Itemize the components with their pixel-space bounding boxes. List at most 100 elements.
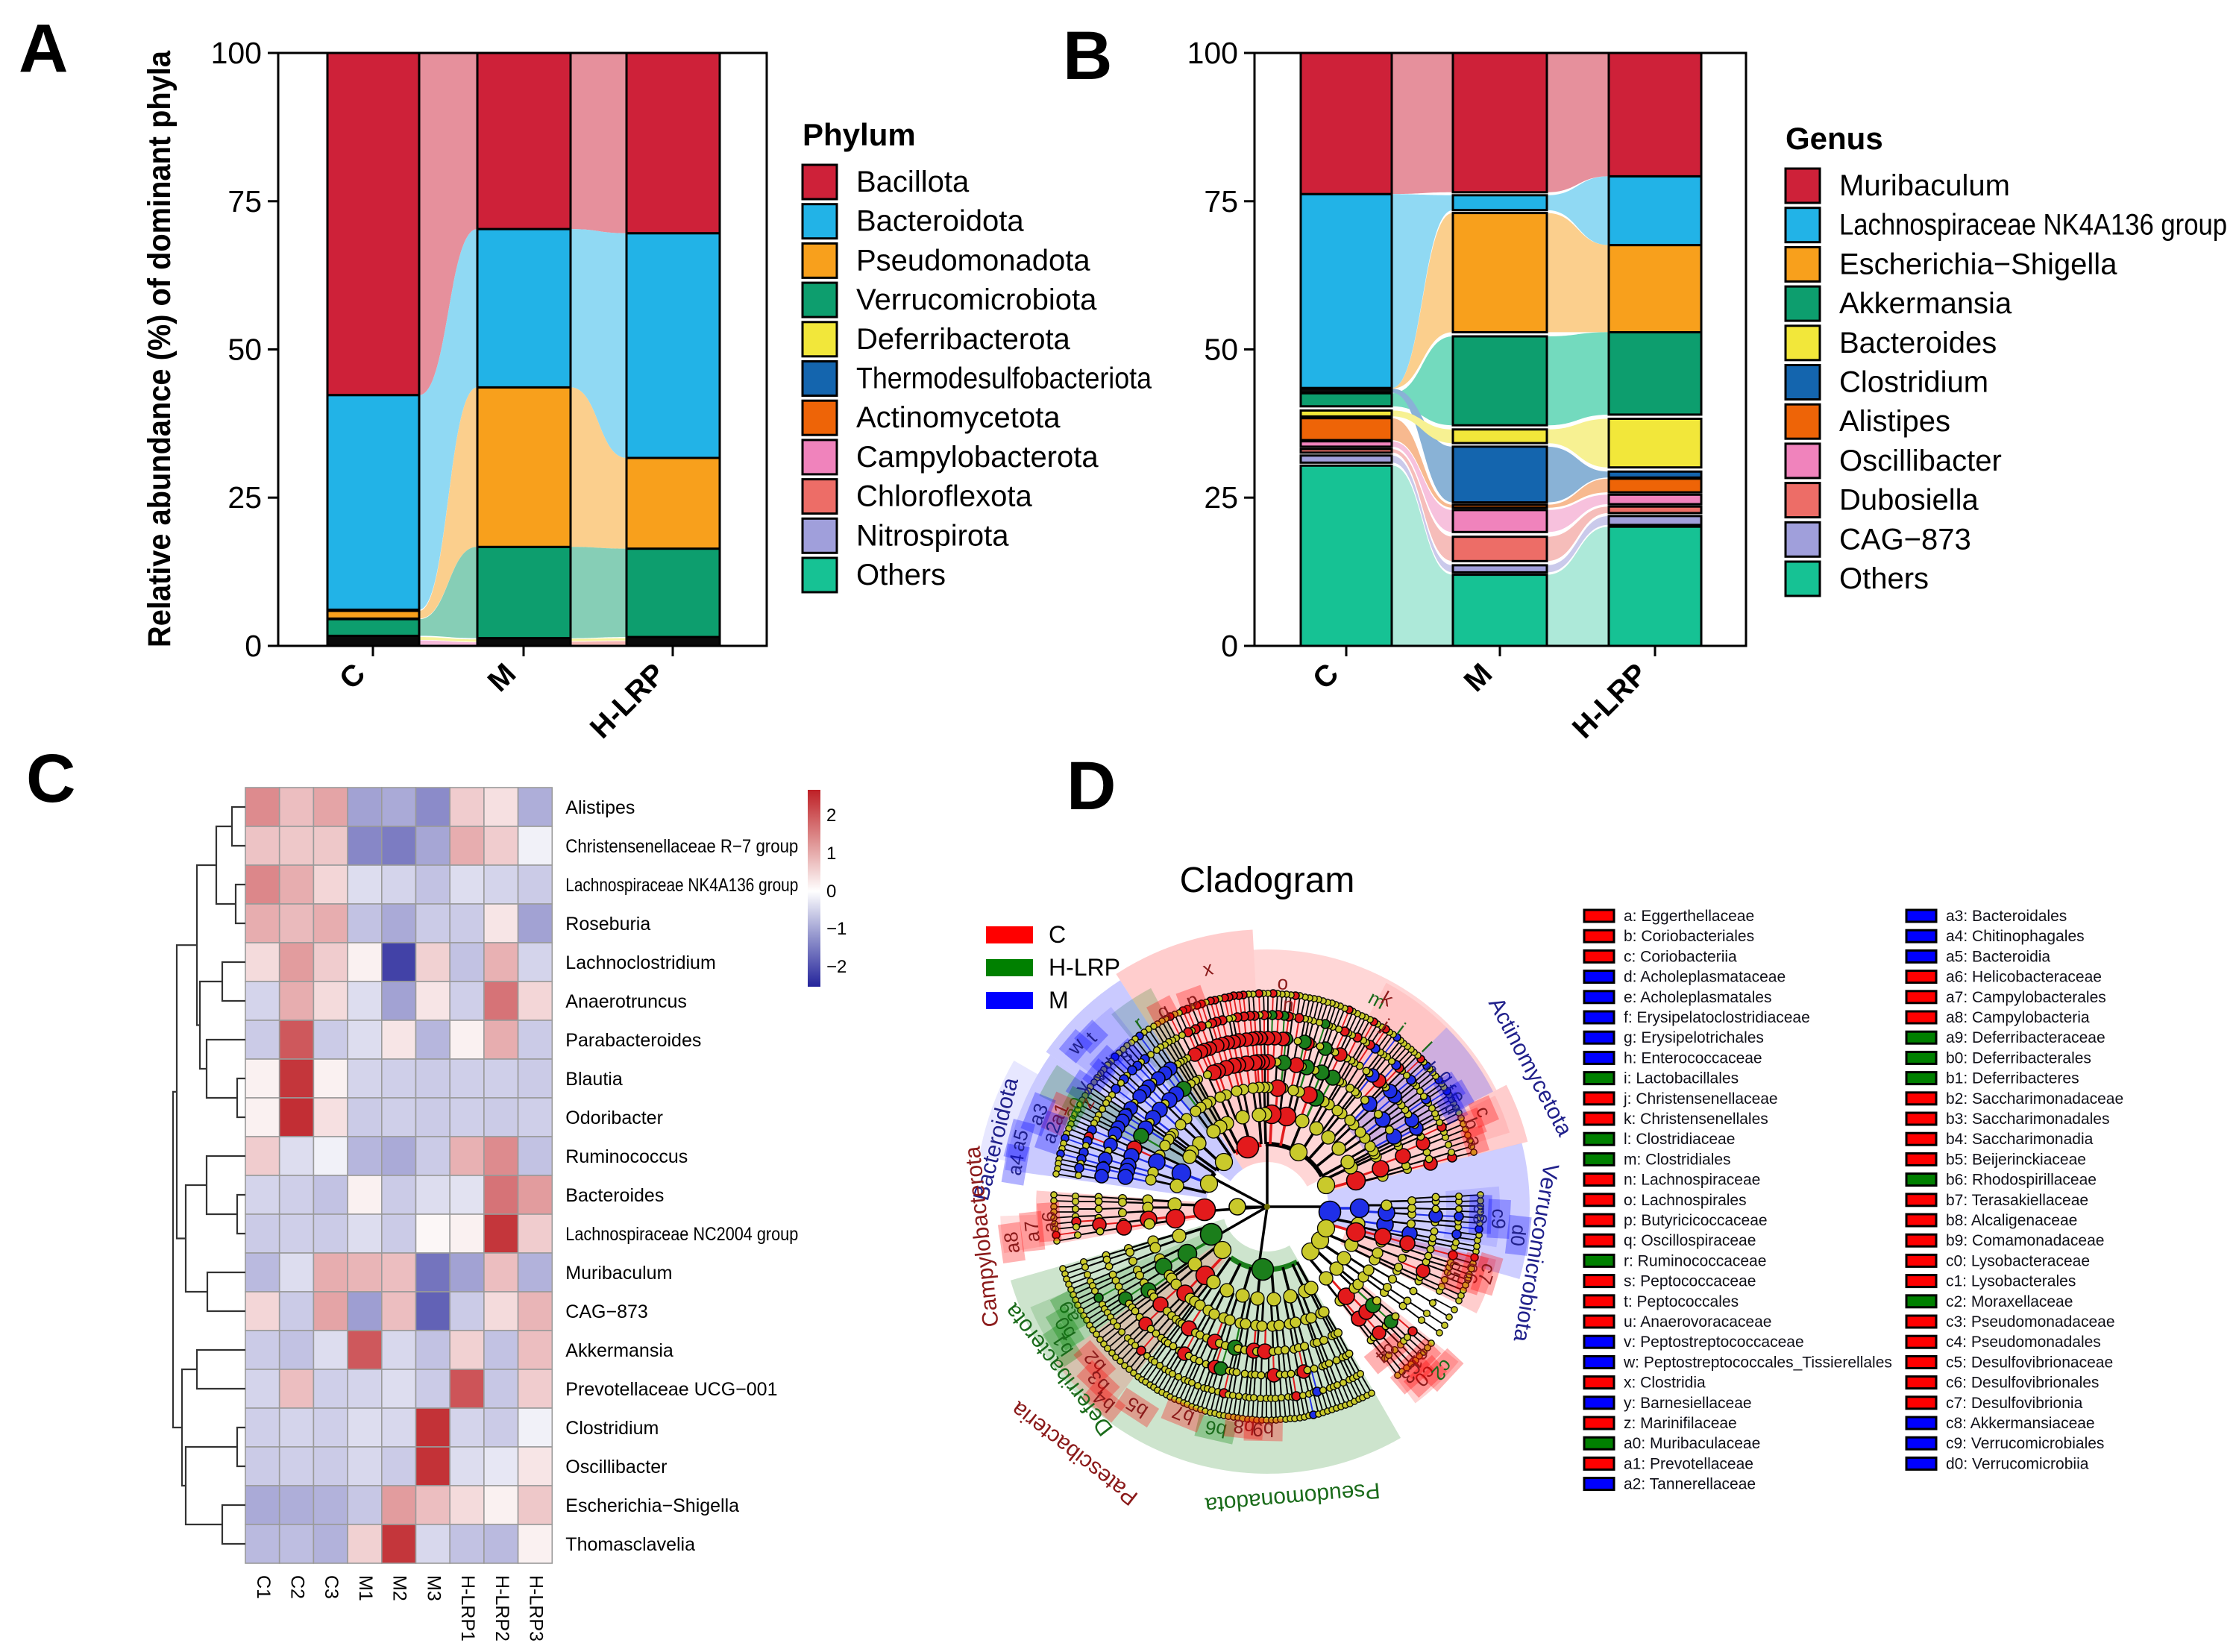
svg-text:0: 0 (1221, 629, 1238, 663)
svg-text:Verrucomicrobiota: Verrucomicrobiota (856, 283, 1097, 316)
svg-text:a4: Chitinophagales: a4: Chitinophagales (1946, 928, 2085, 945)
svg-text:o: o (1277, 971, 1290, 994)
svg-text:a8: Campylobacteria: a8: Campylobacteria (1946, 1009, 2090, 1026)
svg-text:Nitrospirota: Nitrospirota (856, 519, 1009, 552)
svg-text:a7: a7 (1020, 1219, 1044, 1243)
svg-text:Phylum: Phylum (803, 117, 916, 152)
svg-text:b9: Comamonadaceae: b9: Comamonadaceae (1946, 1232, 2104, 1249)
svg-text:a0: Muribaculaceae: a0: Muribaculaceae (1624, 1435, 1760, 1452)
svg-text:y: Barnesiellaceae: y: Barnesiellaceae (1624, 1395, 1752, 1412)
svg-text:Campylobacterota: Campylobacterota (856, 441, 1099, 474)
svg-text:50: 50 (227, 333, 262, 367)
svg-text:C1: C1 (253, 1575, 274, 1599)
svg-text:−1: −1 (826, 919, 847, 939)
svg-text:c4: Pseudomonadales: c4: Pseudomonadales (1946, 1334, 2101, 1351)
svg-text:Roseburia: Roseburia (565, 914, 650, 935)
svg-text:Akkermansia: Akkermansia (1839, 287, 2012, 320)
svg-text:25: 25 (227, 480, 262, 515)
svg-text:l: Clostridiaceae: l: Clostridiaceae (1624, 1131, 1735, 1148)
svg-text:M: M (1049, 987, 1069, 1014)
svg-text:Others: Others (1839, 562, 1929, 595)
svg-text:50: 50 (1204, 333, 1238, 367)
svg-text:a9: Deferribacteraceae: a9: Deferribacteraceae (1946, 1029, 2105, 1046)
svg-text:Bacteroides: Bacteroides (1839, 327, 1997, 359)
svg-text:b1: Deferribacteres: b1: Deferribacteres (1946, 1070, 2079, 1087)
svg-text:Clostridium: Clostridium (1839, 366, 1988, 399)
svg-text:c7: Desulfovibrionia: c7: Desulfovibrionia (1946, 1395, 2083, 1412)
svg-text:B: B (1063, 18, 1112, 94)
svg-text:d: Acholeplasmataceae: d: Acholeplasmataceae (1624, 969, 1786, 986)
svg-text:u: Anaerovoracaceae: u: Anaerovoracaceae (1624, 1313, 1771, 1331)
svg-text:Blautia: Blautia (565, 1069, 623, 1090)
svg-text:0: 0 (245, 629, 262, 663)
svg-text:Thomasclavelia: Thomasclavelia (565, 1534, 695, 1555)
svg-text:a2: Tannerellaceae: a2: Tannerellaceae (1624, 1476, 1756, 1493)
svg-text:CAG−873: CAG−873 (565, 1301, 648, 1322)
svg-text:b: Coriobacteriales: b: Coriobacteriales (1624, 928, 1754, 945)
svg-text:Actinomycetota: Actinomycetota (856, 401, 1061, 434)
svg-text:Clostridium: Clostridium (565, 1418, 659, 1439)
svg-text:g: Erysipelotrichales: g: Erysipelotrichales (1624, 1029, 1764, 1046)
svg-text:C: C (1049, 921, 1066, 948)
svg-text:A: A (19, 10, 68, 87)
svg-text:Ruminococcus: Ruminococcus (565, 1146, 688, 1167)
svg-text:j: Christensenellaceae: j: Christensenellaceae (1623, 1090, 1778, 1108)
svg-text:Akkermansia: Akkermansia (565, 1340, 673, 1361)
svg-text:c8: Akkermansiaceae: c8: Akkermansiaceae (1946, 1415, 2095, 1432)
svg-text:H-LRP: H-LRP (1049, 954, 1120, 981)
svg-text:75: 75 (227, 184, 262, 219)
svg-text:Bacillota: Bacillota (856, 166, 970, 198)
svg-text:Parabacteroides: Parabacteroides (565, 1030, 701, 1051)
svg-text:C3: C3 (321, 1575, 342, 1599)
svg-text:−2: −2 (826, 957, 847, 977)
svg-text:x: Clostridia: x: Clostridia (1624, 1375, 1706, 1392)
svg-text:Relative abundance (%) of domi: Relative abundance (%) of dominant phyla (142, 50, 178, 647)
svg-text:Bacteroidota: Bacteroidota (856, 205, 1024, 238)
svg-text:Muribaculum: Muribaculum (565, 1263, 672, 1284)
svg-text:Chloroflexota: Chloroflexota (856, 480, 1032, 513)
svg-text:25: 25 (1204, 480, 1238, 515)
svg-text:a3: Bacteroidales: a3: Bacteroidales (1946, 908, 2067, 925)
svg-text:c6: Desulfovibrionales: c6: Desulfovibrionales (1946, 1375, 2099, 1392)
svg-text:d0: d0 (1506, 1223, 1530, 1247)
svg-text:w: Peptostreptococcales_Tissie: w: Peptostreptococcales_Tissierellales (1623, 1354, 1892, 1371)
svg-text:c: Coriobacteriia: c: Coriobacteriia (1624, 948, 1737, 965)
svg-text:d0: Verrucomicrobiia: d0: Verrucomicrobiia (1946, 1455, 2089, 1472)
svg-text:b6: b6 (1203, 1416, 1229, 1442)
svg-text:M1: M1 (355, 1575, 376, 1601)
svg-text:s: Peptococcaceae: s: Peptococcaceae (1624, 1273, 1756, 1290)
svg-text:b8: Alcaligenaceae: b8: Alcaligenaceae (1946, 1212, 2077, 1229)
svg-text:a6: a6 (1037, 1210, 1061, 1234)
svg-text:b8: b8 (1232, 1415, 1256, 1439)
svg-text:a4: a4 (1003, 1152, 1029, 1177)
svg-text:a6: Helicobacteraceae: a6: Helicobacteraceae (1946, 969, 2102, 986)
svg-text:b2: Saccharimonadaceae: b2: Saccharimonadaceae (1946, 1090, 2123, 1108)
svg-text:C: C (26, 741, 75, 817)
svg-text:p: Butyricicoccaceae: p: Butyricicoccaceae (1624, 1212, 1768, 1229)
svg-text:c5: Desulfovibrionaceae: c5: Desulfovibrionaceae (1946, 1354, 2113, 1371)
svg-text:Bacteroides: Bacteroides (565, 1185, 664, 1206)
svg-text:b0: Deferribacterales: b0: Deferribacterales (1946, 1049, 2091, 1067)
svg-text:c2: Moraxellaceae: c2: Moraxellaceae (1946, 1293, 2073, 1310)
svg-text:C2: C2 (287, 1575, 308, 1599)
svg-text:Deferribacterota: Deferribacterota (856, 323, 1071, 356)
svg-text:Dubosiella: Dubosiella (1839, 484, 1979, 517)
svg-text:m: Clostridiales: m: Clostridiales (1624, 1151, 1731, 1168)
svg-text:k: Christensenellales: k: Christensenellales (1624, 1111, 1768, 1128)
svg-text:b6: Rhodospirillaceae: b6: Rhodospirillaceae (1946, 1172, 2097, 1189)
svg-text:CAG−873: CAG−873 (1839, 523, 1971, 556)
svg-text:o: Lachnospirales: o: Lachnospirales (1624, 1192, 1747, 1209)
svg-text:1: 1 (826, 844, 836, 864)
svg-text:v: Peptostreptococcaceae: v: Peptostreptococcaceae (1624, 1334, 1804, 1351)
svg-text:75: 75 (1204, 184, 1238, 219)
svg-text:Lachnospiraceae NK4A136 group: Lachnospiraceae NK4A136 group (565, 875, 798, 896)
svg-text:Others: Others (856, 559, 946, 591)
svg-text:b4: Saccharimonadia: b4: Saccharimonadia (1946, 1131, 2094, 1148)
svg-text:Lachnoclostridium: Lachnoclostridium (565, 952, 716, 973)
svg-text:n: Lachnospiraceae: n: Lachnospiraceae (1624, 1172, 1760, 1189)
svg-text:H-LRP2: H-LRP2 (492, 1575, 512, 1642)
svg-text:n: n (1282, 993, 1296, 1016)
svg-text:a7: Campylobacterales: a7: Campylobacterales (1946, 989, 2106, 1006)
svg-text:Lachnospiraceae NK4A136 group: Lachnospiraceae NK4A136 group (1839, 209, 2227, 242)
svg-text:D: D (1067, 748, 1116, 824)
